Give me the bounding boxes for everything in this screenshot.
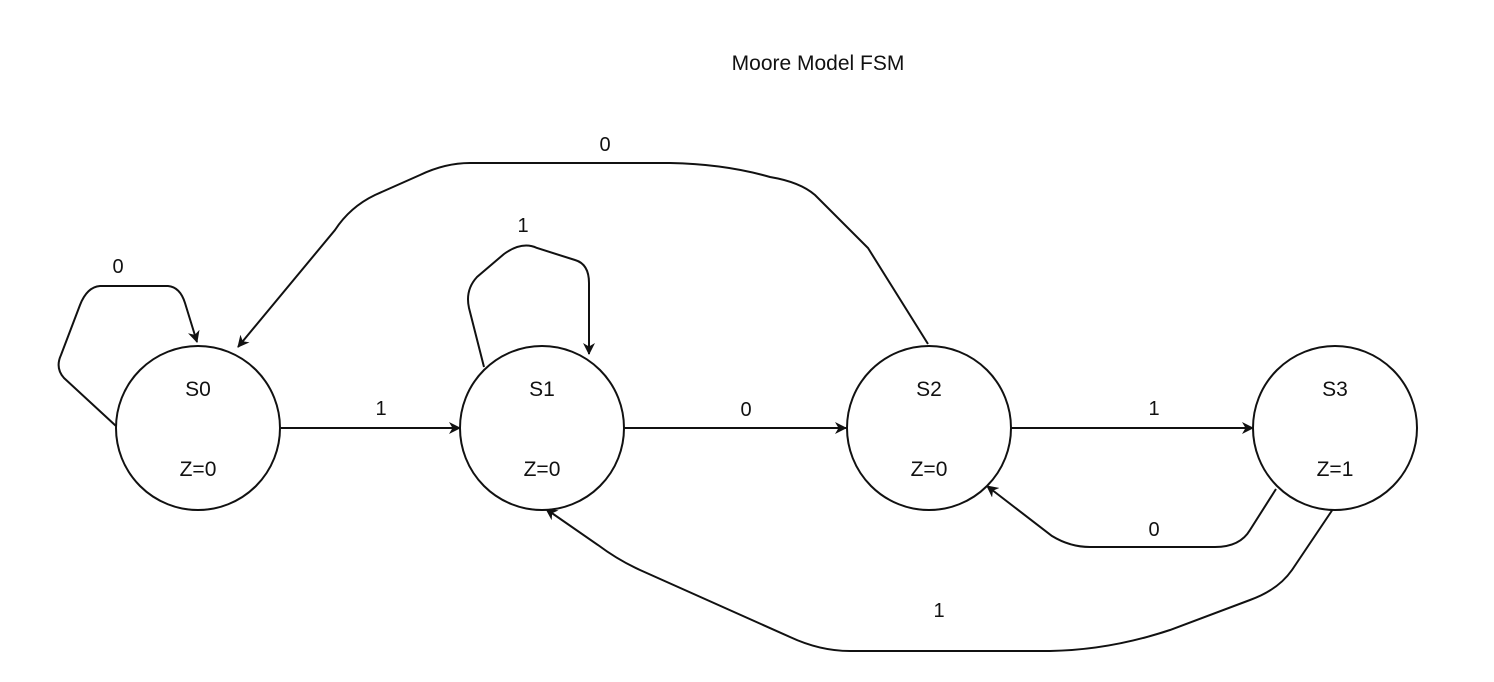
state-output: Z=1 <box>1317 458 1354 481</box>
edge-label-s1-s1: 1 <box>517 215 528 237</box>
edge-label-s2-s3: 1 <box>1148 398 1159 420</box>
state-circle <box>846 345 1012 511</box>
edge-label-s3-s2: 0 <box>1148 519 1159 541</box>
edge-label-s1-s2: 0 <box>740 399 751 421</box>
state-name: S0 <box>185 378 211 401</box>
state-circle <box>1252 345 1418 511</box>
state-s0: S0 Z=0 <box>115 345 281 511</box>
state-s3: S3 Z=1 <box>1252 345 1418 511</box>
edge-labels: 0 1 1 0 0 1 0 1 <box>112 134 1159 622</box>
state-output: Z=0 <box>524 458 561 481</box>
state-circle <box>115 345 281 511</box>
edge-label-s2-s0: 0 <box>599 134 610 156</box>
edge-s2-s0 <box>237 162 929 348</box>
edge-s1-s1 <box>467 244 595 368</box>
state-name: S3 <box>1322 378 1348 401</box>
transitions <box>57 162 1334 652</box>
state-output: Z=0 <box>180 458 217 481</box>
edge-s3-s1 <box>545 508 1334 652</box>
edge-s3-s2 <box>986 485 1277 548</box>
state-circle <box>459 345 625 511</box>
edge-label-s0-s0: 0 <box>112 256 123 278</box>
state-output: Z=0 <box>911 458 948 481</box>
state-name: S2 <box>916 378 942 401</box>
diagram-title: Moore Model FSM <box>732 52 905 75</box>
state-s2: S2 Z=0 <box>846 345 1012 511</box>
edge-s0-s0 <box>57 285 200 427</box>
state-s1: S1 Z=0 <box>459 345 625 511</box>
edge-label-s3-s1: 1 <box>933 600 944 622</box>
state-name: S1 <box>529 378 555 401</box>
edge-label-s0-s1: 1 <box>375 398 386 420</box>
